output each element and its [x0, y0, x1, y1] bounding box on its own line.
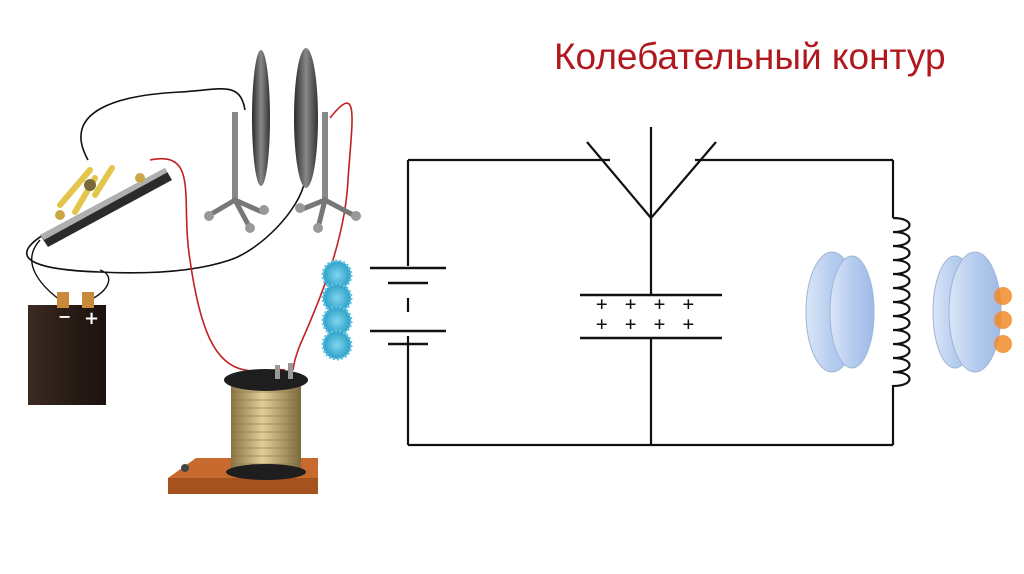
switch-device	[40, 165, 172, 247]
capacitor-symbol	[580, 293, 722, 340]
black-wire-top	[80, 88, 246, 161]
disc-stand-left	[204, 50, 270, 233]
circuit-schematic	[370, 127, 911, 447]
battery-plus-label: +	[84, 308, 99, 329]
battery-minus-label: −	[58, 307, 71, 326]
battery-symbol	[370, 266, 446, 346]
red-wire-right	[292, 102, 353, 371]
apparatus-illustration: − +	[25, 48, 361, 494]
inductor-symbol	[892, 216, 911, 388]
battery: − +	[28, 292, 106, 405]
field-lens-right	[932, 251, 1002, 373]
disc-stand-right	[294, 48, 361, 233]
black-wire-battery-right	[89, 269, 110, 301]
black-wire-battery	[31, 239, 61, 301]
spark-indicators	[321, 259, 353, 361]
induction-coil	[168, 363, 318, 494]
antenna-symbol	[586, 127, 717, 220]
orange-charge-dots	[994, 287, 1012, 353]
capacitor-charge-bottom: + + + +	[596, 313, 697, 335]
slide-title: Колебательный контур	[554, 36, 946, 77]
field-lens-left	[805, 251, 875, 373]
red-wire-left	[149, 157, 286, 373]
capacitor-charge-top: + + + +	[596, 293, 697, 315]
